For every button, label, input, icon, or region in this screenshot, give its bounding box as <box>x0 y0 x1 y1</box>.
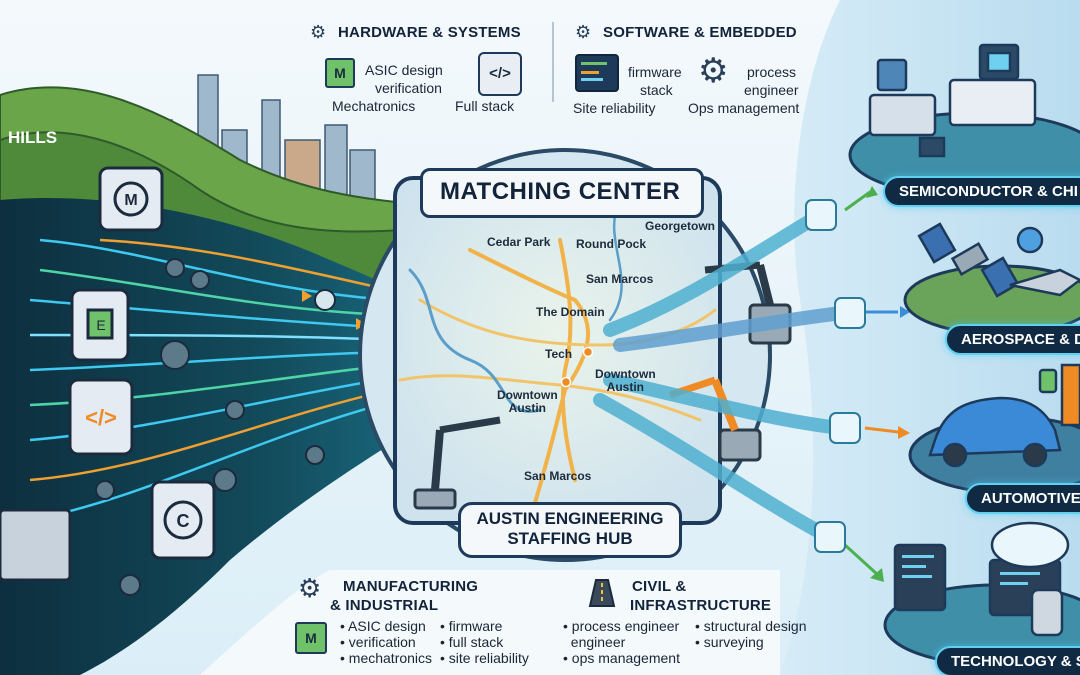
map-label-downtown-austin-west: Downtown Austin <box>497 389 558 415</box>
skill-item: • full stack <box>440 634 504 650</box>
skill-item: engineer <box>563 634 626 650</box>
category-title: MANUFACTURING <box>343 578 479 595</box>
region-label: HILLS <box>8 128 58 147</box>
skill-item: • ops management <box>563 650 680 666</box>
skill-item: Ops management <box>688 100 800 116</box>
terminal-icon <box>575 54 619 92</box>
map-label-san-marcos-south: San Marcos <box>524 469 592 483</box>
staffing-hub-banner: AUSTIN ENGINEERING STAFFING HUB <box>458 502 682 558</box>
skill-item: ASIC design <box>365 62 443 78</box>
center-title: MATCHING CENTER <box>440 178 681 205</box>
hub-line: STAFFING HUB <box>507 529 633 548</box>
map-label-the-domain: The Domain <box>536 305 605 319</box>
sector-automotive: AUTOMOTIVE <box>965 483 1080 514</box>
map-label-tech: Tech <box>545 347 573 361</box>
map-label-line: Austin <box>508 401 546 415</box>
map-label-cedar-park: Cedar Park <box>487 235 551 249</box>
skill-item: Full stack <box>455 98 515 114</box>
map-label-downtown-austin: Downtown Austin <box>595 368 656 394</box>
category-title: & INDUSTRIAL <box>330 597 439 614</box>
skill-item: stack <box>640 82 673 98</box>
matching-center-banner <box>420 168 704 218</box>
sector-technology: TECHNOLOGY & S <box>935 646 1080 675</box>
wrench-gear-icon: ⚙ <box>698 52 729 90</box>
skill-item: verification <box>375 80 442 96</box>
flow-lines <box>29 238 391 522</box>
svg-text:</>: </> <box>85 405 117 430</box>
skill-item: • surveying <box>695 634 764 650</box>
skill-item: • structural design <box>695 618 807 634</box>
skill-item: • ASIC design <box>340 618 426 634</box>
category-title: SOFTWARE & EMBEDDED <box>603 24 797 41</box>
skill-item: • process engineer <box>563 618 680 634</box>
skill-item: • verification <box>340 634 416 650</box>
skill-item: • firmware <box>440 618 503 634</box>
sector-semiconductor: SEMICONDUCTOR & CHI <box>883 176 1080 207</box>
map-label-san-marcos: San Marcos <box>586 272 654 286</box>
hub-line: AUSTIN ENGINEERING <box>476 509 664 528</box>
gear-icon: ⚙ <box>575 22 592 42</box>
category-title: CIVIL & <box>632 578 687 595</box>
chip-icon: M <box>295 622 327 654</box>
category-title: HARDWARE & SYSTEMS <box>338 24 521 41</box>
category-title: INFRASTRUCTURE <box>630 597 772 614</box>
svg-text:M: M <box>124 192 137 209</box>
skill-item: • site reliability <box>440 650 529 666</box>
map-label-line: Austin <box>606 380 644 394</box>
chip-icon: M <box>325 58 355 88</box>
map-label-line: Downtown <box>595 367 656 381</box>
code-icon: </> <box>478 52 522 96</box>
sector-aerospace: AEROSPACE & D <box>945 324 1080 355</box>
skill-item: process <box>747 64 797 80</box>
left-tiles <box>0 166 216 582</box>
road-icon <box>588 578 616 608</box>
skill-item: Site reliability <box>573 100 656 116</box>
map-label-round-rock: Round Pock <box>576 237 647 251</box>
map-label-georgetown: Georgetown <box>645 219 716 233</box>
svg-text:E: E <box>96 317 105 333</box>
map-label-line: Downtown <box>497 388 558 402</box>
svg-text:C: C <box>177 511 190 531</box>
skill-item: Mechatronics <box>332 98 416 114</box>
gear-icon: ⚙ <box>298 573 322 603</box>
skill-item: firmware <box>628 64 682 80</box>
gear-icon: ⚙ <box>310 22 327 42</box>
skill-item: engineer <box>744 82 799 98</box>
gear-decor <box>95 258 336 596</box>
skill-item: • mechatronics <box>340 650 433 666</box>
